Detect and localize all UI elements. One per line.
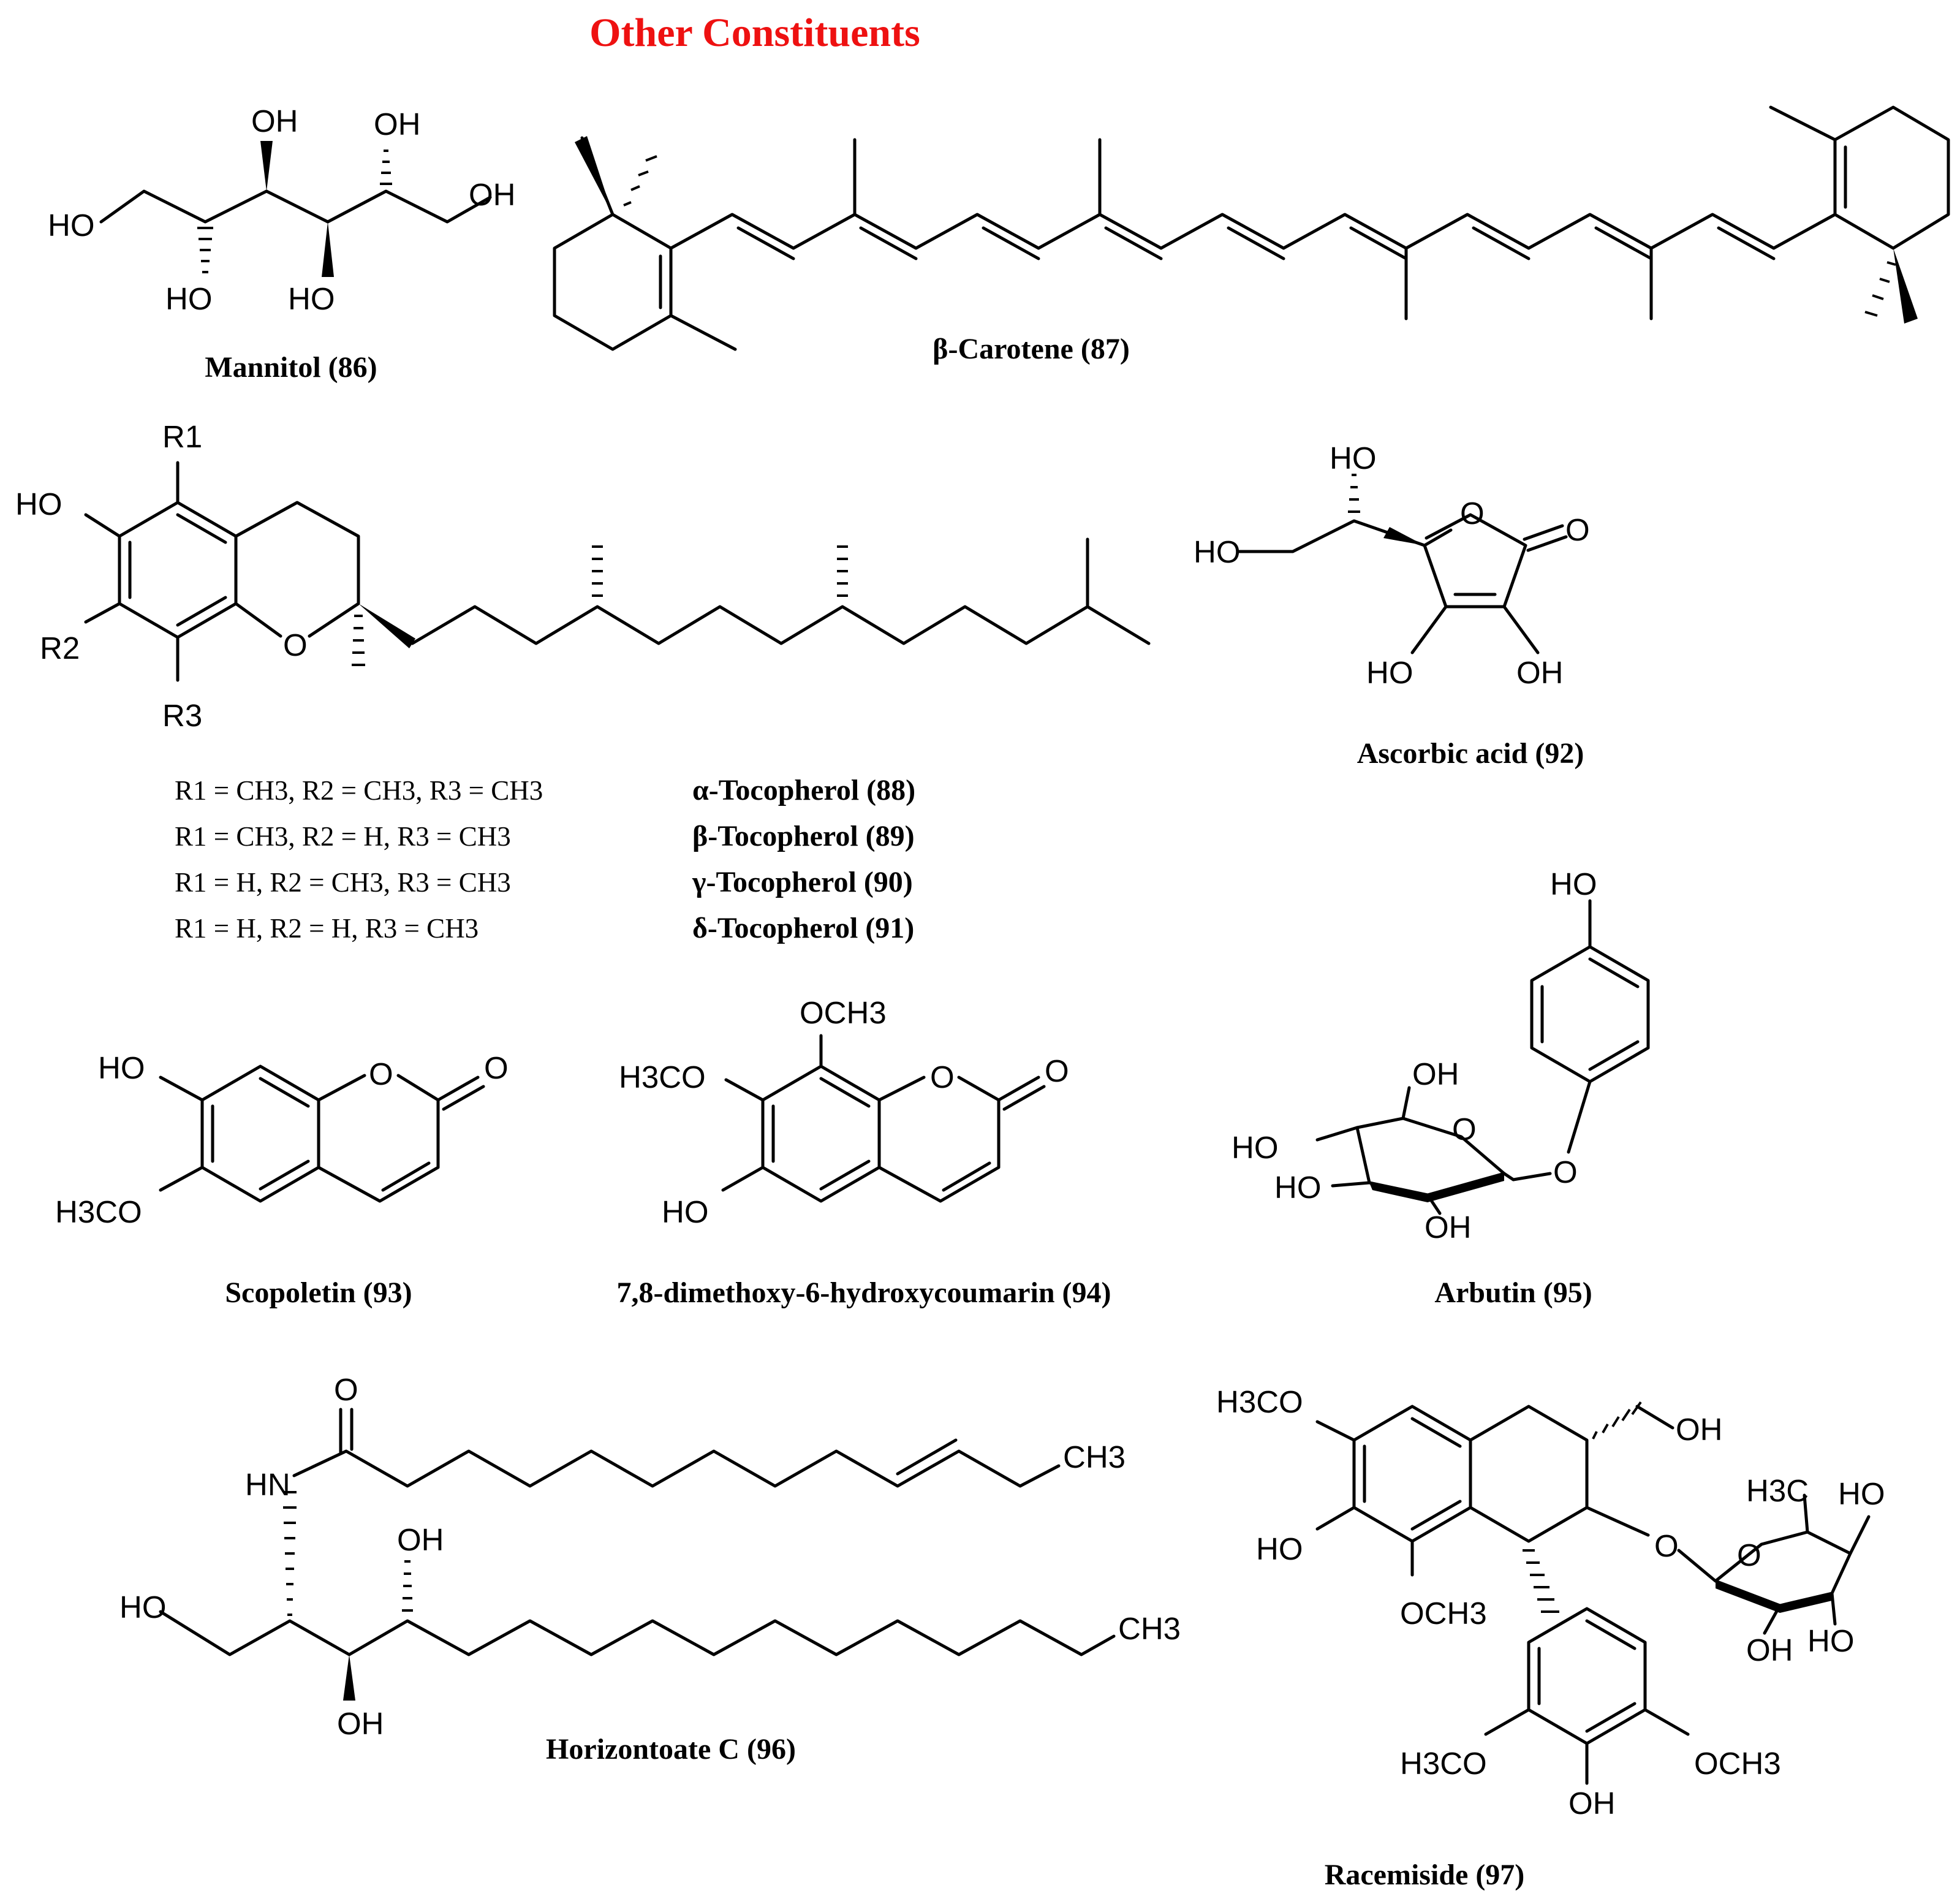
- ascorbic-caption: Ascorbic acid (92): [1357, 737, 1584, 770]
- racemiside-structure: H3CO OH HO OCH3 O H3C HO O OH HO H3CO OC…: [1216, 1384, 1885, 1821]
- mannitol-structure: HO OH OH OH HO HO: [48, 104, 516, 316]
- mannitol-caption: Mannitol (86): [205, 351, 377, 384]
- dimethoxy-caption: 7,8-dimethoxy-6-hydroxycoumarin (94): [616, 1276, 1111, 1309]
- dimethoxy-atom-carbonyl-o: O: [1045, 1053, 1069, 1088]
- racemiside-atom-oh-bottom: OH: [1568, 1786, 1616, 1821]
- arbutin-atom-oh-bottom: OH: [1425, 1210, 1472, 1245]
- racemiside-atom-ho-sugar: HO: [1838, 1476, 1885, 1511]
- racemiside-atom-ho: HO: [1256, 1531, 1303, 1566]
- tocopherol-atom-r1: R1: [162, 419, 202, 454]
- tocopherol-atom-o: O: [283, 628, 308, 662]
- horizontoate-atom-ch3-top: CH3: [1063, 1439, 1126, 1474]
- tocopherol-r-row-3: R1 = H, R2 = CH3, R3 = CH3: [175, 867, 511, 898]
- ascorbic-atom-ho-top: HO: [1330, 441, 1377, 476]
- tocopherol-r-row-2: R1 = CH3, R2 = H, R3 = CH3: [175, 821, 511, 852]
- mannitol-atom-ho-4: HO: [288, 281, 335, 316]
- scopoletin-atom-ring-o: O: [369, 1056, 393, 1091]
- ascorbic-atom-ho-bottom: HO: [1366, 655, 1413, 690]
- arbutin-atom-ring-o: O: [1452, 1112, 1477, 1147]
- horizontoate-atom-oh-top: OH: [397, 1522, 444, 1557]
- ascorbic-atom-ho-left: HO: [1194, 534, 1241, 569]
- mannitol-atom-oh-right: OH: [469, 177, 516, 212]
- horizontoate-atom-ch3-bottom: CH3: [1118, 1611, 1181, 1646]
- dimethoxycoumarin-structure: OCH3 H3CO HO O O: [619, 995, 1069, 1229]
- tocopherol-atom-r3: R3: [162, 698, 202, 733]
- tocopherol-name-2: β-Tocopherol (89): [692, 820, 915, 852]
- tocopherol-name-3: γ-Tocopherol (90): [692, 866, 913, 898]
- scopoletin-caption: Scopoletin (93): [225, 1276, 412, 1309]
- racemiside-atom-ring-o: O: [1737, 1538, 1761, 1572]
- ascorbic-acid-structure: HO HO O O HO OH: [1194, 441, 1590, 690]
- dimethoxy-atom-och3: OCH3: [800, 995, 887, 1030]
- ascorbic-atom-carbonyl-o: O: [1565, 512, 1590, 547]
- dimethoxy-atom-h3co: H3CO: [619, 1060, 706, 1094]
- horizontoate-atom-carbonyl-o: O: [334, 1372, 358, 1407]
- mannitol-atom-oh-1: OH: [251, 104, 298, 138]
- arbutin-structure: HO OH HO HO OH O O: [1232, 867, 1650, 1245]
- scopoletin-atom-ho: HO: [98, 1050, 145, 1085]
- figure-title: Other Constituents: [589, 10, 920, 55]
- arbutin-atom-glycosidic-o: O: [1553, 1155, 1578, 1189]
- mannitol-atom-oh-2: OH: [374, 107, 421, 142]
- horizontoate-atom-oh-bottom: OH: [337, 1706, 384, 1741]
- racemiside-atom-h3c: H3C: [1746, 1473, 1809, 1508]
- arbutin-atom-oh-ch2: OH: [1412, 1056, 1459, 1091]
- scopoletin-atom-carbonyl-o: O: [484, 1050, 509, 1085]
- ascorbic-atom-oh-bottom: OH: [1516, 655, 1564, 690]
- arbutin-atom-ho-1: HO: [1232, 1130, 1279, 1165]
- racemiside-atom-oh-ch2: OH: [1676, 1412, 1723, 1447]
- tocopherol-name-4: δ-Tocopherol (91): [692, 912, 914, 944]
- carotene-caption: β-Carotene (87): [933, 333, 1130, 365]
- racemiside-atom-glycosidic-o: O: [1654, 1528, 1679, 1563]
- racemiside-caption: Racemiside (97): [1325, 1859, 1525, 1891]
- scopoletin-structure: HO H3CO O O: [55, 1050, 509, 1229]
- racemiside-atom-h3co-top: H3CO: [1216, 1384, 1303, 1419]
- racemiside-atom-och3-bottom: OCH3: [1694, 1746, 1781, 1781]
- racemiside-atom-ho-sugar-bottom: HO: [1807, 1623, 1855, 1658]
- carotene-structure: [553, 105, 1950, 351]
- ascorbic-atom-ring-o: O: [1460, 496, 1485, 531]
- arbutin-caption: Arbutin (95): [1434, 1276, 1592, 1309]
- horizontoate-structure: O HN CH3 OH HO OH CH3: [119, 1372, 1181, 1741]
- mannitol-atom-ho-left: HO: [48, 208, 95, 243]
- dimethoxy-atom-ho: HO: [662, 1194, 709, 1229]
- tocopherol-atom-ho: HO: [15, 487, 62, 522]
- mannitol-atom-ho-3: HO: [165, 281, 213, 316]
- tocopherol-r-row-4: R1 = H, R2 = H, R3 = CH3: [175, 913, 479, 944]
- tocopherol-name-1: α-Tocopherol (88): [692, 774, 915, 806]
- racemiside-atom-och3-mid: OCH3: [1400, 1596, 1487, 1631]
- tocopherol-structure: R1 HO R2 R3 O: [15, 419, 1151, 733]
- arbutin-atom-ho-top: HO: [1550, 867, 1597, 901]
- tocopherol-atom-r2: R2: [40, 631, 80, 666]
- dimethoxy-atom-ring-o: O: [930, 1060, 955, 1094]
- racemiside-atom-h3co-bottom: H3CO: [1400, 1746, 1487, 1781]
- horizontoate-atom-hn: HN: [245, 1467, 290, 1502]
- racemiside-atom-oh-sugar: OH: [1746, 1633, 1793, 1667]
- tocopherol-r-row-1: R1 = CH3, R2 = CH3, R3 = CH3: [175, 775, 543, 806]
- scopoletin-atom-h3co: H3CO: [55, 1194, 142, 1229]
- arbutin-atom-ho-2: HO: [1274, 1170, 1322, 1205]
- horizontoate-caption: Horizontoate C (96): [546, 1733, 796, 1766]
- horizontoate-atom-ho-left: HO: [119, 1590, 167, 1625]
